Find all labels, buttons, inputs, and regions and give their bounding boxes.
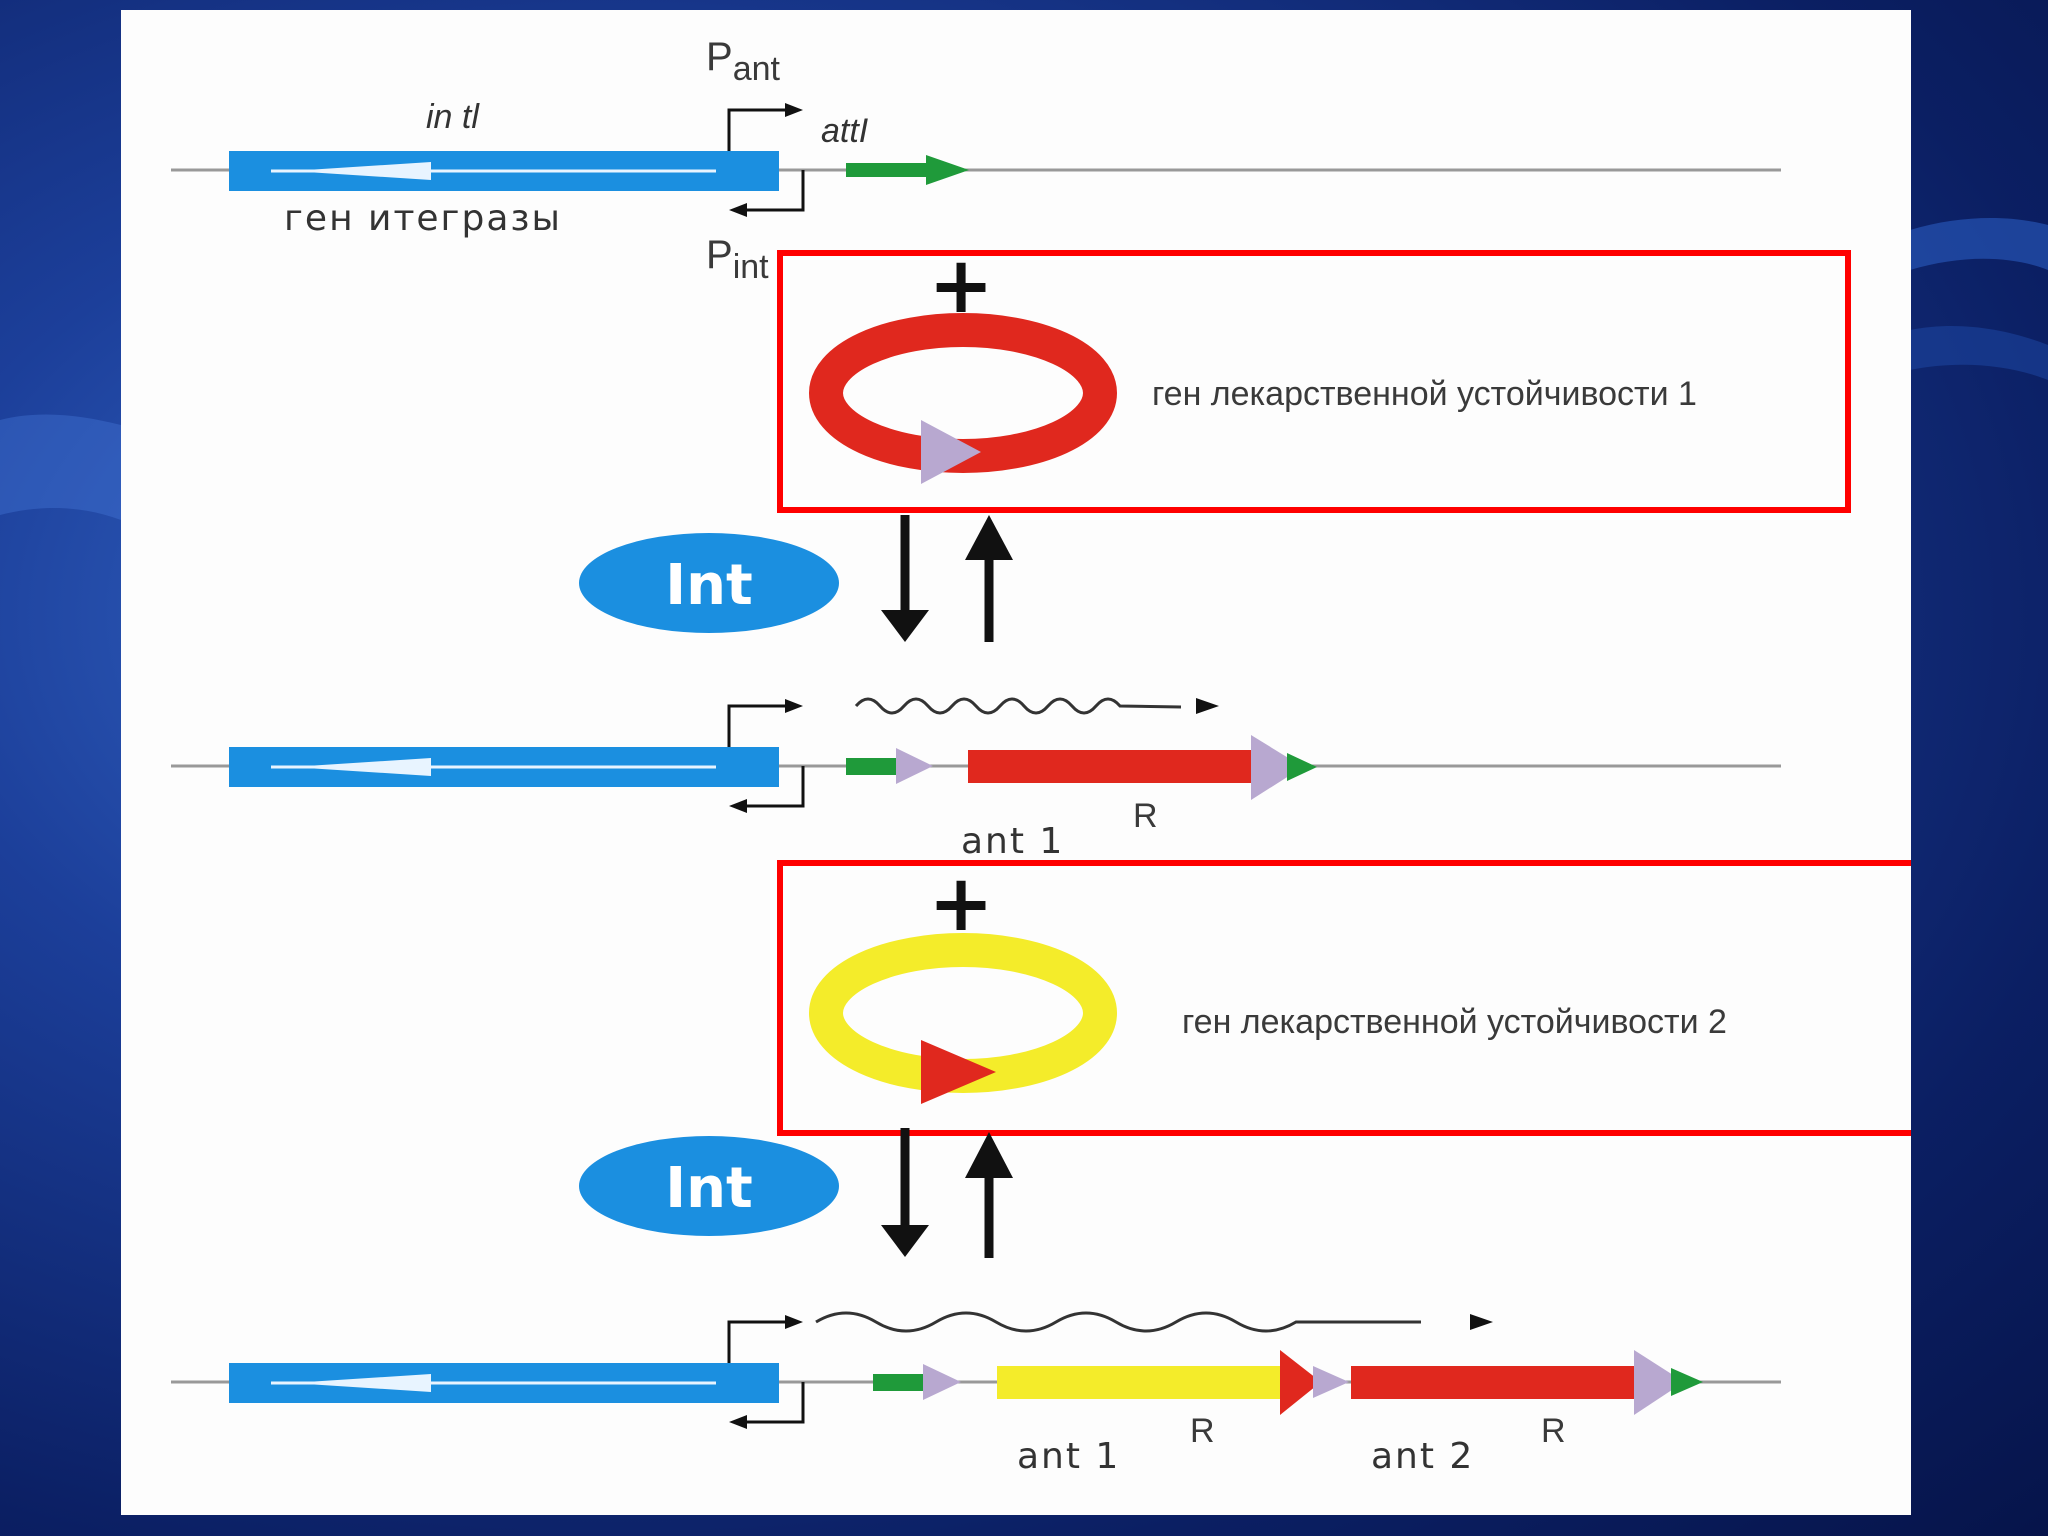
row3-cassette2-end-triangle: [1280, 1350, 1321, 1415]
row3-transcript-wave: [815, 1311, 1421, 1333]
cassette1-ring: [809, 313, 1117, 473]
row2-promoter-ant-arrow: [727, 699, 803, 747]
row3-att-site: [873, 1374, 923, 1391]
row3-cassette2-gene: [997, 1366, 1280, 1399]
row2-cassette1-gene: [968, 750, 1251, 783]
promoter-int-arrow: [729, 170, 805, 217]
row3-promoter-int-arrow: [729, 1382, 805, 1429]
step2-recombination: Int: [579, 1128, 1013, 1258]
row2-transcript-arrowhead: [1196, 698, 1219, 714]
row3-att-triangle-right: [1634, 1350, 1684, 1415]
step1-int-ellipse: [579, 533, 839, 633]
cassette2-att-triangle: [921, 1040, 996, 1104]
row3-integron: ant 1 R ant 2 R: [171, 1311, 1781, 1477]
row3-promoter-ant-arrow: [727, 1315, 803, 1363]
cassette1-group: + ген лекарственной устойчивости 1: [777, 241, 1851, 513]
step1-up-arrow: [965, 515, 1013, 642]
step2-int-label: Int: [665, 1156, 752, 1221]
step1-down-arrow: [881, 515, 929, 642]
row2-promoter-int-arrow: [729, 766, 805, 813]
cassette2-ring: [809, 933, 1117, 1093]
row1-gene-label-above: in tl: [426, 98, 480, 136]
row3-att-triangle-mid: [1313, 1366, 1349, 1398]
cassette1-att-triangle: [921, 420, 981, 484]
row3-end-att-triangle: [1671, 1368, 1703, 1396]
row2-att-site: [846, 758, 896, 775]
promoter-ant-label: Pant: [706, 35, 781, 88]
promoter-int-main: P: [706, 233, 733, 277]
row3-att-triangle-left: [923, 1364, 961, 1400]
cassette1-label: ген лекарственной устойчивости 1: [1152, 375, 1697, 413]
cassette2-highlight-box: [777, 860, 1911, 1136]
promoter-ant-main: P: [706, 35, 733, 79]
row2-att-triangle-right: [1251, 735, 1303, 800]
promoter-ant-sub: ant: [733, 50, 781, 88]
row1-integron: in tl ген итегразы Pant Pint attI: [171, 35, 1781, 286]
step1-int-label: Int: [665, 553, 752, 618]
row3-ant2-sup: R: [1541, 1412, 1566, 1450]
row3-integrase-gene: [229, 1363, 779, 1403]
diagram-panel: in tl ген итегразы Pant Pint attI + ген …: [121, 10, 1911, 1515]
row2-end-att-triangle: [1287, 753, 1317, 781]
cassette1-highlight-box: [777, 250, 1851, 513]
cassette2-label: ген лекарственной устойчивости 2: [1182, 1003, 1727, 1041]
step1-recombination: Int: [579, 515, 1013, 642]
integron-diagram: in tl ген итегразы Pant Pint attI + ген …: [171, 35, 1911, 1477]
row2-integron: ant 1 R: [171, 697, 1781, 862]
att-site-arrow: [846, 155, 969, 185]
row3-transcript-arrowhead: [1470, 1314, 1493, 1330]
row2-ant1-sup: R: [1133, 797, 1158, 835]
row2-ant1-label: ant 1: [961, 821, 1064, 862]
row2-integrase-gene: [229, 747, 779, 787]
promoter-int-label: Pint: [706, 233, 769, 286]
att-site-label: attI: [821, 112, 869, 150]
row2-att-triangle-left: [896, 748, 933, 784]
row3-cassette1-gene: [1351, 1366, 1634, 1399]
step2-down-arrow: [881, 1128, 929, 1257]
row2-ant1-main: ant 1: [961, 821, 1064, 862]
row3-ant2-label: ant 2: [1371, 1436, 1474, 1477]
promoter-int-sub: int: [733, 248, 769, 286]
promoter-ant-arrow: [727, 103, 803, 151]
row3-ant1-label: ant 1: [1017, 1436, 1120, 1477]
step2-int-ellipse: [579, 1136, 839, 1236]
cassette2-group: + ген лекарственной устойчивости 2: [777, 859, 1911, 1136]
row3-ant1-sup: R: [1190, 1412, 1215, 1450]
row1-integrase-gene: [229, 151, 779, 191]
row2-transcript-wave: [854, 697, 1182, 715]
step2-up-arrow: [965, 1132, 1013, 1258]
row1-gene-label-below: ген итегразы: [284, 198, 562, 239]
